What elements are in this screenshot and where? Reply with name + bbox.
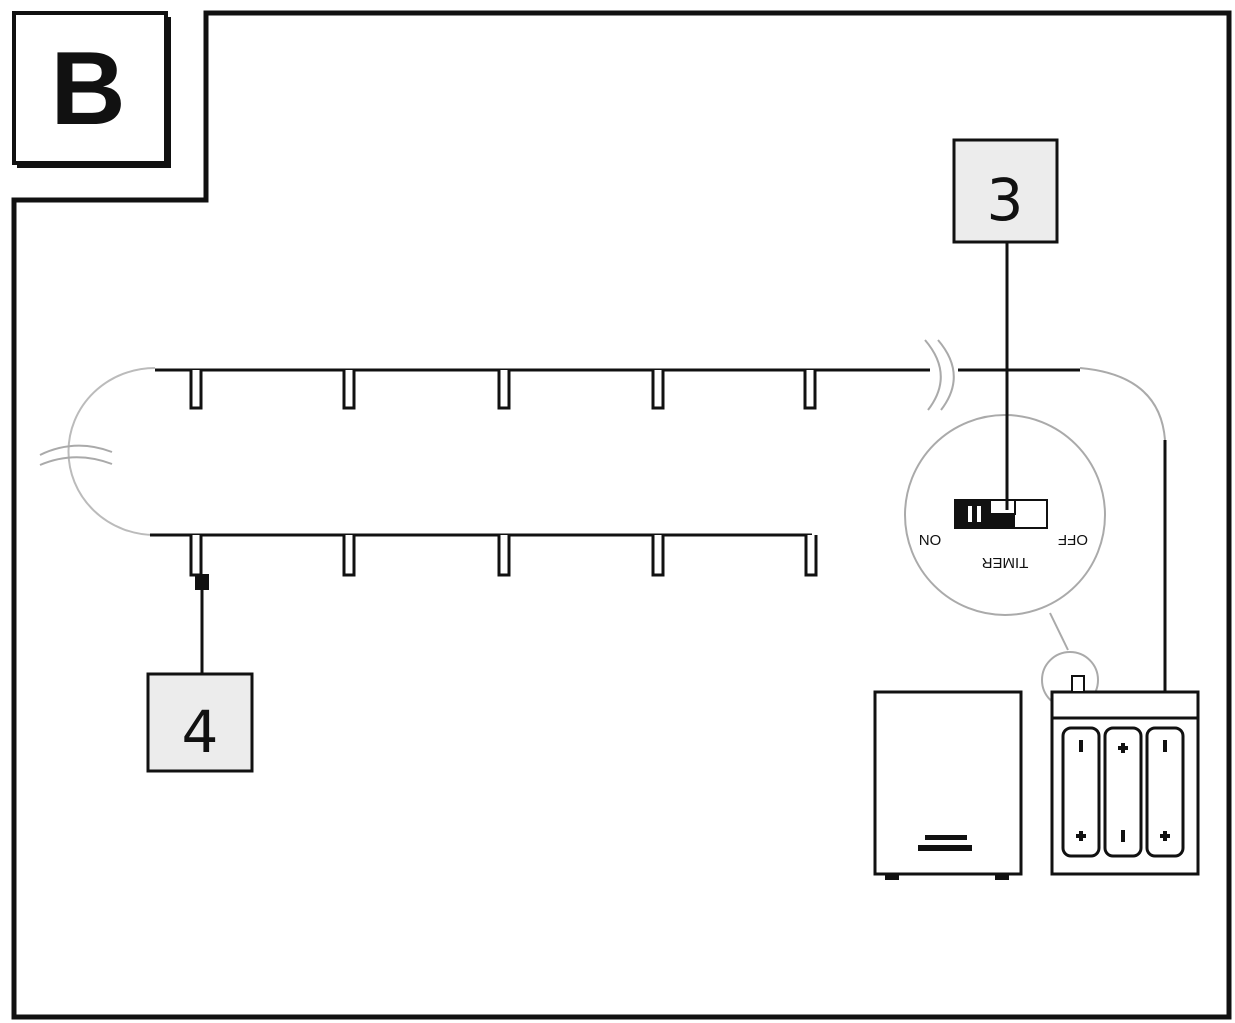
plus-icon	[1118, 743, 1128, 753]
battery-cell	[1061, 726, 1101, 858]
section-label-box: B	[12, 11, 171, 168]
bulb-row-bottom	[189, 535, 818, 577]
callout-3-box	[952, 138, 1059, 244]
switch-timer-label: TIMER	[982, 554, 1029, 571]
callout-4-box	[146, 672, 254, 773]
bulb	[189, 370, 203, 410]
switch-magnifier	[904, 414, 1106, 616]
plus-icon	[1160, 831, 1170, 841]
bulb	[804, 535, 818, 577]
battery-cell	[1145, 726, 1185, 858]
bulb	[497, 370, 511, 410]
bulb	[651, 535, 665, 577]
battery-box-open	[1050, 675, 1200, 876]
switch-on-label: ON	[919, 531, 942, 548]
switch-off-label: OFF	[1058, 531, 1088, 548]
string-loop-left	[67, 367, 156, 536]
wire-break-right-icon	[924, 339, 955, 411]
timer-switch: ON OFF TIMER	[919, 499, 1088, 571]
diagram-frame	[11, 10, 1232, 1020]
bulb	[497, 535, 511, 577]
callout-3-label: 3	[987, 166, 1024, 234]
callout-4-label: 4	[182, 698, 219, 766]
bulb	[803, 370, 817, 410]
wire-break-left-icon	[39, 444, 113, 466]
bulb	[342, 535, 356, 577]
magnifier-link	[1049, 612, 1069, 651]
battery-box-lid	[873, 690, 1023, 880]
bulb	[342, 370, 356, 410]
connector-marker	[195, 574, 209, 590]
bulb	[651, 370, 665, 410]
bulb-row-top	[189, 370, 817, 410]
plus-icon	[1076, 831, 1086, 841]
section-label: B	[50, 31, 125, 147]
string-loop-right	[1079, 367, 1166, 441]
bulb	[189, 535, 203, 577]
battery-cell	[1103, 726, 1143, 858]
